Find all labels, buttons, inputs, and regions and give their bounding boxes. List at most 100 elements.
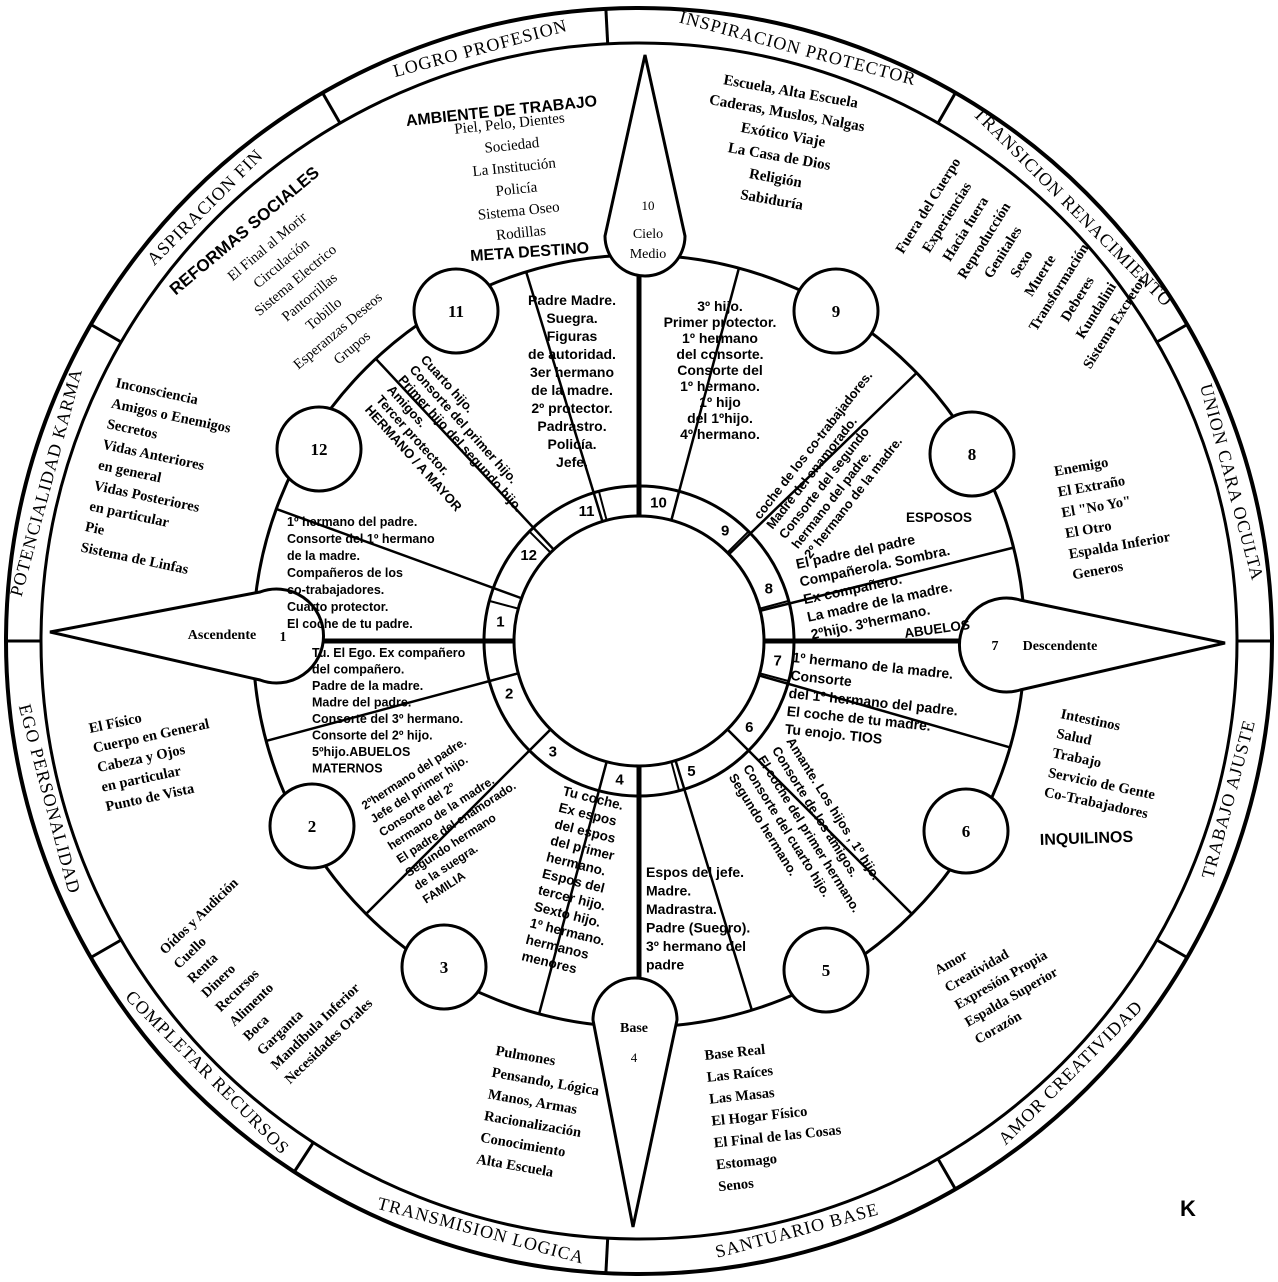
house-12-text: 1º hermano del padre.Consorte del 1º her… xyxy=(287,515,435,631)
inner-ring-separator xyxy=(489,672,519,683)
house-10-text-line: Figuras xyxy=(547,328,598,344)
house-4-text-line: Madrastra. xyxy=(646,901,717,917)
ic-number: 4 xyxy=(631,1050,638,1065)
sector-9-text-line: Sabiduría xyxy=(739,187,805,214)
inner-ring-separator xyxy=(726,530,750,554)
inner-ring-separator xyxy=(528,530,552,554)
outer-label: COMPLETAR RECURSOS xyxy=(122,986,294,1158)
dividers xyxy=(6,8,1272,1274)
inner-house-number: 8 xyxy=(765,581,773,598)
mc-number: 10 xyxy=(642,198,655,213)
inner-ring-separator xyxy=(759,599,789,610)
house-8-text: coche de los co-trabajadores.Madre del e… xyxy=(751,368,906,561)
house-10-text-line: Padre Madre. xyxy=(528,292,616,308)
house-12-text-line: de la madre. xyxy=(287,549,360,563)
sector-6-text-line: Salud xyxy=(1055,726,1093,749)
inner-ring-separator xyxy=(726,728,750,752)
sector-12-text-line: Sistema de Linfas xyxy=(79,540,190,579)
inner-ring-separator xyxy=(489,599,519,610)
outer-band-divider xyxy=(936,92,957,124)
house-circle-number: 8 xyxy=(968,445,977,464)
sector-3-text-line: Pulmones xyxy=(494,1043,557,1069)
house-circle xyxy=(792,267,880,355)
house-divider xyxy=(759,546,1014,612)
outer-band-divider xyxy=(1156,323,1188,344)
house-12-text-line: Compañeros de los xyxy=(287,566,403,580)
house-9-text-line: Consorte del xyxy=(677,362,763,378)
corner-letter: K xyxy=(1180,1196,1196,1221)
inner-house-number: 6 xyxy=(745,719,753,736)
house-circle-number: 6 xyxy=(962,822,971,841)
inner-house-number: 12 xyxy=(520,547,537,564)
sector-4-text-line: Base Real xyxy=(704,1042,766,1064)
mc-label-2: Medio xyxy=(630,247,667,262)
house-1-text-line: Consorte del 2º hijo. xyxy=(312,729,433,743)
house-12-text-line: 1º hermano del padre. xyxy=(287,515,417,529)
house-10-text-line: de autoridad. xyxy=(528,346,616,362)
house-circle xyxy=(782,926,870,1014)
outer-band-divider xyxy=(936,1158,957,1190)
sector-7-text-line: El Otro xyxy=(1064,518,1113,542)
house-5-text: Amante. Los hijos , 1º hijo.Consorte de … xyxy=(726,735,884,915)
outer-band-divider xyxy=(1156,938,1188,959)
ascendant-pointer xyxy=(49,587,326,685)
sector-12-text-line: Pie xyxy=(84,519,107,539)
inner-house-number: 7 xyxy=(773,652,781,669)
house-1-text-line: Padre de la madre. xyxy=(312,679,423,693)
inner-house-number: 11 xyxy=(579,503,595,520)
sector-10-body-line: Sociedad xyxy=(484,135,541,157)
inner-house-number: 2 xyxy=(505,685,513,702)
ic-label: Base xyxy=(620,1021,648,1036)
house-divider xyxy=(275,507,522,600)
house-circle-number: 11 xyxy=(448,302,464,321)
ic-pointer xyxy=(591,976,679,1228)
inner-house-number: 5 xyxy=(687,763,695,780)
angle-pointers xyxy=(49,54,1226,1228)
sector-6-tail-line: INQUILINOS xyxy=(1040,829,1134,849)
house-divider xyxy=(524,271,604,522)
house-circle-number: 2 xyxy=(308,817,317,836)
sector-4-text-line: Las Raíces xyxy=(706,1063,774,1086)
inner-ring-separator xyxy=(597,761,608,791)
descendant-pointer xyxy=(958,596,1226,694)
house-divider xyxy=(365,728,552,915)
house-circle-number: 3 xyxy=(440,958,449,977)
house-7-head: ESPOSOS xyxy=(906,510,972,525)
house-9-text-line: Primer protector. xyxy=(664,314,777,330)
house-9-text-line: 4º hermano. xyxy=(680,426,760,442)
house-circle-number: 12 xyxy=(311,440,328,459)
house-12-text-line: co-trabajadores. xyxy=(287,583,384,597)
house-10-text-line: Policía. xyxy=(547,436,596,452)
house-12-text-line: Cuarto protector. xyxy=(287,600,388,614)
outer-band-divider xyxy=(321,92,342,124)
house-1-text-line: Tu. El Ego. Ex compañero xyxy=(312,646,466,660)
house-4-text-line: 3º hermano del xyxy=(646,938,746,954)
inner-ring-separator xyxy=(528,728,552,752)
descendant-number: 7 xyxy=(992,639,999,654)
sector-10-body-line: Policía xyxy=(495,179,538,199)
inner-house-number: 9 xyxy=(721,523,729,540)
mc-label-1: Cielo xyxy=(633,227,663,242)
outer-band-divider xyxy=(604,1238,610,1274)
house-divider xyxy=(728,371,918,556)
house-circle-number: 9 xyxy=(832,302,841,321)
ascendant-number: 1 xyxy=(280,630,287,645)
descendant-label: Descendente xyxy=(1023,639,1098,654)
house-circle xyxy=(412,267,500,355)
house-1-text-line: Consorte del 3º hermano. xyxy=(312,712,463,726)
house-circle-number: 5 xyxy=(822,961,831,980)
sector-10-body-line: Sistema Oseo xyxy=(477,199,560,223)
house-9-text-line: 3º hijo. xyxy=(697,298,743,314)
